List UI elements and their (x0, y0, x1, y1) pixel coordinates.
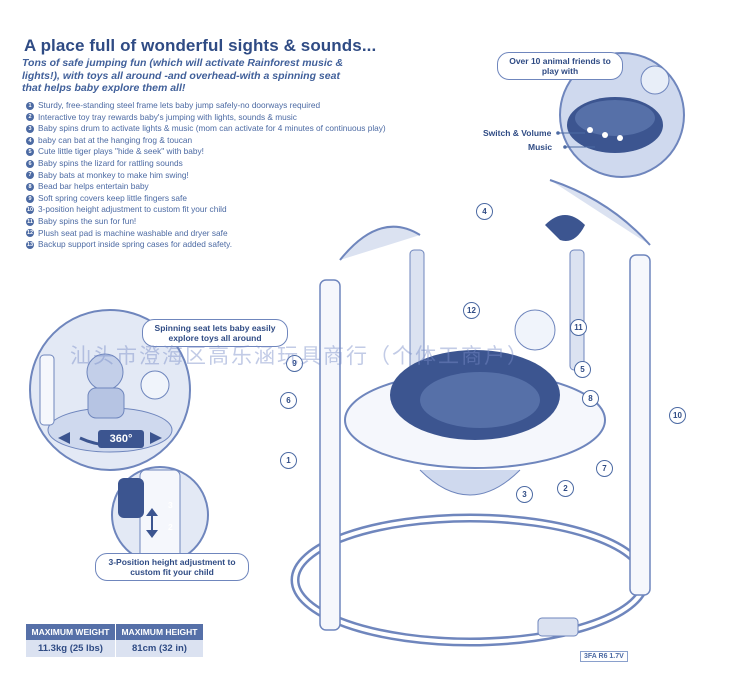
feature-text: 3-position height adjustment to custom f… (38, 204, 227, 215)
jumper-frame (290, 179, 651, 647)
max-height-value: 81cm (32 in) (115, 640, 205, 657)
feature-item: 1 Sturdy, free-standing steel frame lets … (26, 100, 386, 112)
feature-number: 10 (26, 206, 34, 215)
specs-table: MAXIMUM WEIGHT MAXIMUM HEIGHT 11.3kg (25… (26, 624, 205, 657)
max-weight-value: 11.3kg (25 lbs) (26, 640, 116, 657)
feature-item: 11 Baby spins the sun for fun! (26, 216, 386, 228)
feature-list: 1 Sturdy, free-standing steel frame lets … (26, 100, 386, 251)
feature-text: Baby spins the lizard for rattling sound… (38, 157, 183, 168)
music-label: Music (528, 142, 553, 152)
feature-text: Bead bar helps entertain baby (38, 181, 149, 192)
feature-number: 3 (26, 124, 34, 133)
diagram-badge-10: 10 (669, 407, 686, 424)
feature-number: 5 (26, 148, 34, 157)
diagram-badge-1: 1 (280, 452, 297, 469)
feature-text: Backup support inside spring cases for a… (38, 239, 233, 250)
feature-number: 13 (26, 240, 34, 249)
diagram-badge-2: 2 (557, 480, 574, 497)
feature-item: 5 Cute little tiger plays "hide & seek" w… (26, 146, 386, 158)
feature-item: 4 baby can bat at the hanging frog & touc… (26, 135, 386, 147)
height-position-2: 2 (168, 522, 173, 532)
feature-text: Sturdy, free-standing steel frame lets b… (38, 100, 321, 110)
page-subtitle: Tons of safe jumping fun (which will act… (22, 57, 344, 94)
feature-text: Soft spring covers keep little fingers s… (38, 192, 187, 203)
diagram-badge-7: 7 (596, 460, 613, 477)
diagram-badge-3: 3 (516, 486, 533, 503)
feature-item: 7 Baby bats at monkey to make him swing! (26, 170, 386, 182)
max-weight-label: MAXIMUM WEIGHT (26, 624, 116, 640)
diagram-badge-4: 4 (476, 203, 493, 220)
diagram-badge-6: 6 (280, 392, 297, 409)
max-height-label: MAXIMUM HEIGHT (115, 624, 205, 640)
feature-number: 1 (26, 101, 34, 110)
feature-text: Interactive toy tray rewards baby's jump… (38, 111, 297, 122)
diagram-badge-5: 5 (574, 361, 591, 378)
feature-item: 12 Plush seat pad is machine washable and… (26, 228, 386, 240)
feature-text: Cute little tiger plays "hide & seek" wi… (38, 146, 204, 157)
height-adjust-callout: 3-Position height adjustment to custom f… (95, 553, 249, 581)
feature-text: Baby bats at monkey to make him swing! (38, 169, 189, 180)
spinning-seat-callout: Spinning seat lets baby easily explore t… (142, 319, 288, 347)
model-code: 3FA R6 1.7V (580, 651, 628, 662)
feature-text: Plush seat pad is machine washable and d… (38, 227, 228, 238)
feature-number: 4 (26, 136, 34, 145)
magnified-tray-view (556, 52, 685, 178)
feature-number: 11 (26, 217, 34, 226)
feature-number: 12 (26, 229, 34, 238)
diagram-badge-11: 11 (570, 319, 587, 336)
feature-number: 7 (26, 171, 34, 180)
diagram-badge-9: 9 (286, 355, 303, 372)
feature-number: 2 (26, 113, 34, 122)
feature-item: 13 Backup support inside spring cases for… (26, 239, 386, 251)
feature-number: 9 (26, 194, 34, 203)
height-adjust-view (111, 466, 209, 564)
feature-item: 10 3-position height adjustment to custom… (26, 204, 386, 216)
feature-text: Baby spins the sun for fun! (38, 215, 137, 226)
rotation-badge: 360° (98, 430, 144, 448)
animal-friends-callout: Over 10 animal friends to play with (497, 52, 623, 80)
feature-item: 9 Soft spring covers keep little fingers … (26, 193, 386, 205)
diagram-badge-12: 12 (463, 302, 480, 319)
feature-number: 8 (26, 182, 34, 191)
feature-item: 3 Baby spins drum to activate lights & mu… (26, 123, 386, 135)
feature-item: 8 Bead bar helps entertain baby (26, 181, 386, 193)
switch-volume-label: Switch & Volume (483, 128, 552, 138)
feature-number: 6 (26, 159, 34, 168)
diagram-badge-8: 8 (582, 390, 599, 407)
feature-item: 6 Baby spins the lizard for rattling soun… (26, 158, 386, 170)
height-position-3: 3 (168, 500, 173, 510)
feature-text: Baby spins drum to activate lights & mus… (38, 123, 386, 134)
store-watermark: 汕头市澄海区高乐涵玩具商行（个体工商户） (70, 345, 530, 368)
feature-item: 2 Interactive toy tray rewards baby's jum… (26, 112, 386, 124)
page-title: A place full of wonderful sights & sound… (24, 36, 377, 55)
feature-text: baby can bat at the hanging frog & touca… (38, 134, 193, 145)
